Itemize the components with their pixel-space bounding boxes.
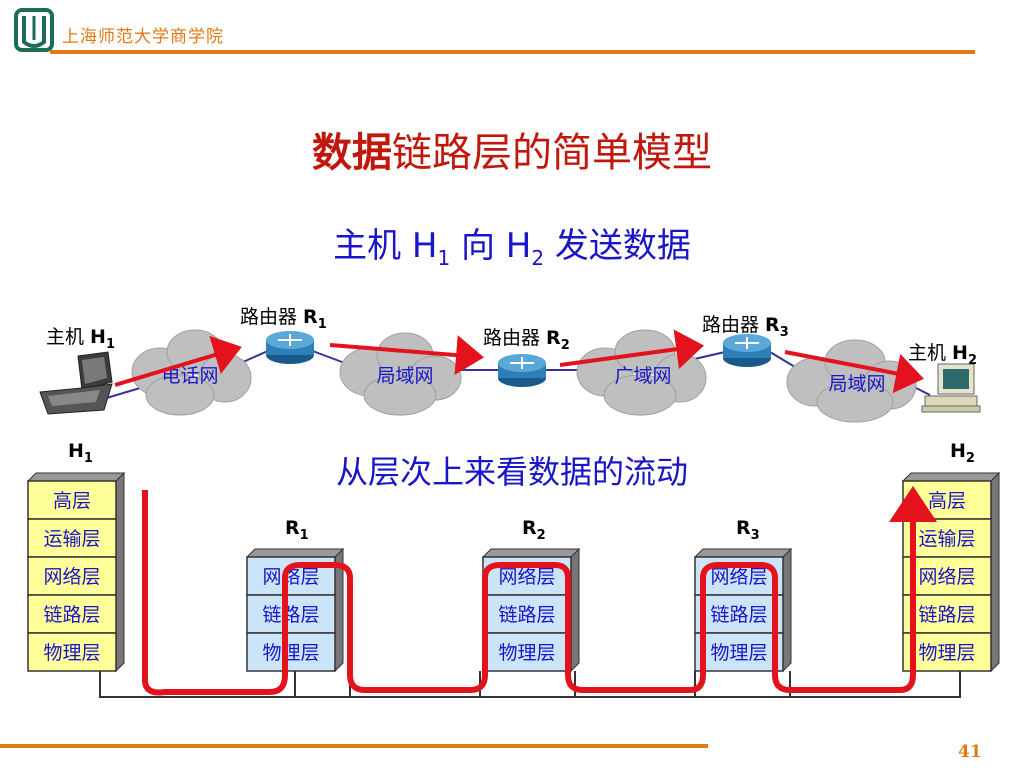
stack-label-r2: R2 [522,517,546,543]
subtitle-part3: 发送数据 [544,226,691,266]
r3-layer [694,632,784,672]
page-number: 41 [958,742,982,762]
subtitle-part2: 向 H [450,226,532,266]
cloud-label-1: 电话网 [161,365,218,387]
title-rest: 链路层的简单模型 [392,130,712,176]
h1-layer [27,480,117,520]
h2-layer [902,556,992,596]
router-icon [266,331,314,364]
r3-layer [694,594,784,634]
h2-layer-label: 物理层 [918,642,975,664]
h1-layer [27,556,117,596]
title-highlight: 数据 [312,130,392,176]
r3-layer-label: 物理层 [710,642,767,664]
desktop-computer-icon [921,363,981,413]
data-flow-arrows [114,329,924,394]
h2-layer-label: 网络层 [918,566,975,588]
cloud-label-3: 广域网 [614,365,671,387]
h1-layer [27,632,117,672]
subtitle-sub1: 1 [437,245,451,270]
page-title: 数据链路层的简单模型 [0,120,1024,178]
r2-layer [482,632,572,672]
subtitle: 主机 H1 向 H2 发送数据 [0,218,1024,270]
h2-layer [902,632,992,672]
network-diagram: 电话网 局域网 广域网 局域网 [39,329,981,423]
cloud-lan-1 [339,332,462,416]
cloud-label-4: 局域网 [828,373,885,395]
h2-layer-label: 链路层 [918,604,975,626]
host2-label: 主机 H2 [908,342,977,368]
stack-label-h1: H1 [68,440,93,466]
router3-label: 路由器 R3 [702,314,789,340]
subtitle-sub2: 2 [531,245,545,270]
r1-layer [246,594,336,634]
r3-layer-label: 链路层 [710,604,767,626]
r2-layer-label: 物理层 [498,642,555,664]
host1-label: 主机 H1 [46,326,115,352]
layers-title: 从层次上来看数据的流动 [335,453,688,491]
school-logo-icon [14,8,54,52]
router-icon [723,334,771,367]
router-icon [498,354,546,387]
cloud-phone-network [131,329,252,416]
h1-layer-label: 高层 [53,490,91,512]
stack-label-h2: H2 [950,440,975,466]
r1-layer-label: 物理层 [262,642,319,664]
data-flow-path [142,486,937,696]
router1-label: 路由器 R1 [240,306,327,332]
cloud-label-2: 局域网 [376,365,433,387]
r1-layer-label: 网络层 [262,566,319,588]
h2-layer [902,594,992,634]
h2-layer-label: 运输层 [918,528,975,550]
h1-layer-label: 运输层 [43,528,100,550]
subtitle-part1: 主机 H [333,226,438,266]
h2-layer [902,518,992,558]
r2-layer-label: 网络层 [498,566,555,588]
r1-layer [246,632,336,672]
laptop-icon [39,351,113,415]
h2-layer-label: 高层 [928,490,966,512]
stack-label-r3: R3 [736,517,760,543]
router2-label: 路由器 R2 [483,327,570,353]
r1-layer-label: 链路层 [262,604,319,626]
h1-layer-label: 物理层 [43,642,100,664]
h1-layer-label: 网络层 [43,566,100,588]
stack-label-r1: R1 [285,517,309,543]
r3-layer-label: 网络层 [710,566,767,588]
h1-layer-label: 链路层 [43,604,100,626]
school-name: 上海师范大学商学院 [62,27,224,47]
r2-layer-label: 链路层 [498,604,555,626]
